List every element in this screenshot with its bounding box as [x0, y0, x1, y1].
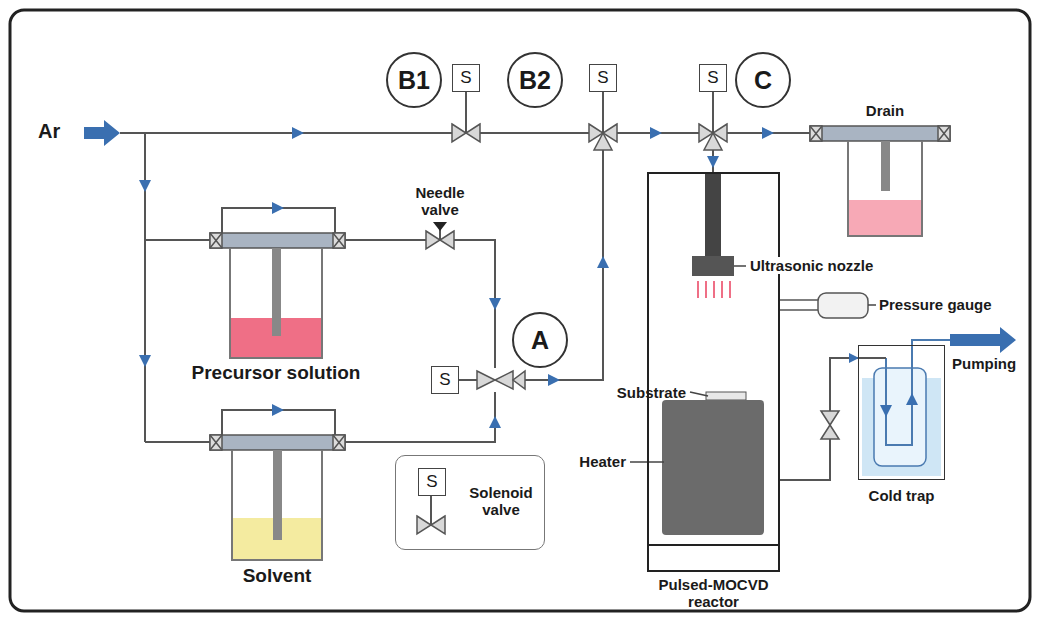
node-label: Solenoid valve: [460, 484, 542, 519]
node-label: S: [439, 370, 450, 390]
exhaust-line: [780, 358, 858, 480]
node-label: C: [754, 66, 772, 95]
callout-circle: B2: [507, 52, 563, 108]
part-label: Substrate: [590, 384, 686, 401]
node-label: S: [597, 68, 608, 88]
precursor-bottle: Precursor solution: [230, 248, 322, 358]
frame: [10, 10, 1030, 611]
bottles: [230, 141, 922, 560]
exit-valve: [821, 411, 839, 439]
node-label: S: [426, 472, 437, 492]
node-label: Drain: [840, 102, 930, 119]
part-label: Pressure gauge: [879, 296, 1019, 313]
solenoid-box: S: [431, 366, 459, 394]
node-label: A: [531, 326, 549, 355]
part-label: Pumping: [952, 355, 1032, 372]
cold-trap-internals: [858, 327, 1016, 476]
part-label: Needle valve: [405, 184, 475, 219]
node-label: B2: [519, 66, 551, 95]
legend-box: Solenoid valve S: [395, 455, 545, 550]
part-label: Ar: [38, 120, 82, 143]
needle-valve-knob: [433, 222, 447, 231]
solenoid-box: S: [418, 468, 446, 496]
solenoid-box: S: [452, 64, 480, 92]
callout-circle: B1: [386, 52, 442, 108]
node-label: Precursor solution: [171, 362, 381, 384]
reactor-chamber: Pulsed-MOCVD reactor: [647, 172, 780, 572]
bottle-caps: [210, 126, 950, 450]
callout-circle: C: [735, 52, 791, 108]
cold-trap: Cold trap: [858, 345, 945, 480]
callout-circle: A: [512, 312, 568, 368]
gas-lines: [120, 92, 810, 442]
solenoid-box: S: [699, 64, 727, 92]
node-label: B1: [398, 66, 430, 95]
part-label: Ultrasonic nozzle: [748, 257, 892, 274]
reactor-internals: [630, 172, 876, 545]
solvent-bottle: Solvent: [232, 450, 322, 560]
node-label: S: [460, 68, 471, 88]
legend-valve-stem: [430, 495, 432, 525]
node-label: S: [707, 68, 718, 88]
node-label: Cold trap: [847, 487, 957, 504]
drain-bottle: Drain: [848, 141, 922, 236]
node-label: Solvent: [217, 565, 337, 587]
part-label: Heater: [556, 453, 626, 470]
inlet-arrow: [84, 120, 120, 146]
solenoid-box: S: [589, 64, 617, 92]
node-label: Pulsed-MOCVD reactor: [644, 576, 784, 611]
